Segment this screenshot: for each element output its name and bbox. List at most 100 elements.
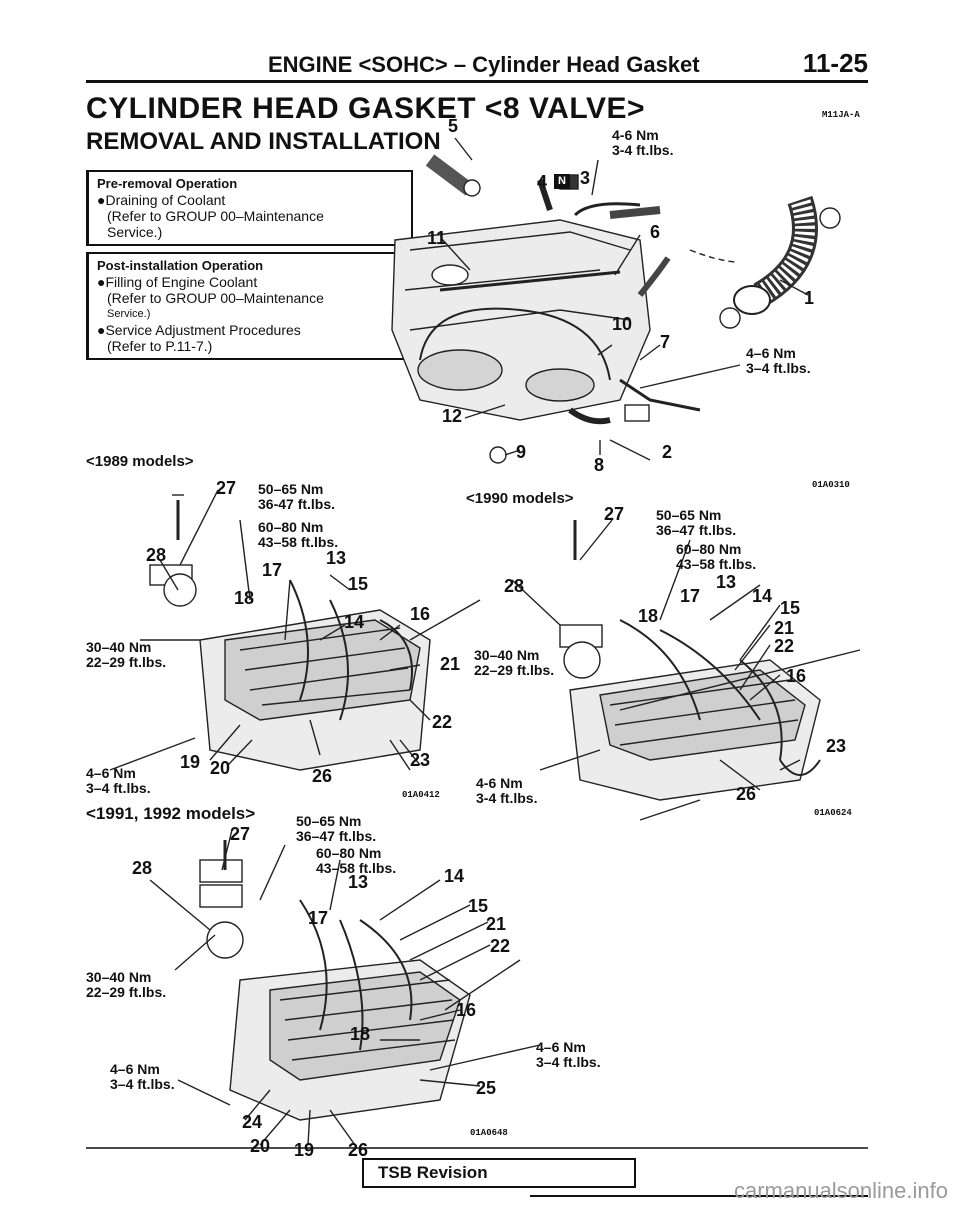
callout: 15	[780, 598, 801, 618]
callout: 17	[262, 560, 283, 580]
callout: 21	[774, 618, 795, 638]
callout: 16	[410, 604, 431, 624]
torque-nm: 30–40 Nm	[474, 647, 540, 663]
callout: 26	[736, 784, 757, 804]
torque-spec: 60–80 Nm 43–58 ft.lbs.	[676, 542, 756, 572]
callout: 12	[442, 406, 463, 426]
page-number: 11-25	[802, 48, 868, 78]
torque-ft: 3–4 ft.lbs.	[110, 1076, 175, 1092]
callout: 14	[444, 866, 465, 886]
torque-spec: 4-6 Nm 3-4 ft.lbs.	[612, 128, 673, 158]
torque-ft: 36–47 ft.lbs.	[296, 828, 377, 844]
post-install-box: Post-installation Operation ●Filling of …	[86, 252, 413, 360]
callout: 18	[350, 1024, 371, 1044]
torque-ft: 3-4 ft.lbs.	[476, 790, 538, 806]
callout: 27	[604, 504, 625, 524]
post-install-line: ●Filling of Engine Coolant	[97, 274, 258, 290]
callout: 16	[786, 666, 807, 686]
figure-code: 01A0412	[402, 790, 440, 800]
post-install-heading: Post-installation Operation	[97, 258, 264, 273]
torque-nm: 4–6 Nm	[110, 1061, 160, 1077]
post-install-line: (Refer to GROUP 00–Maintenance	[107, 290, 324, 306]
page-header: ENGINE <SOHC> – Cylinder Head Gasket	[268, 52, 700, 77]
pre-removal-line: (Refer to GROUP 00–Maintenance	[107, 208, 324, 224]
torque-spec: 50–65 Nm 36–47 ft.lbs.	[656, 508, 736, 538]
torque-spec: 4–6 Nm 3–4 ft.lbs.	[746, 346, 811, 376]
callout: 18	[234, 588, 255, 608]
callout: 15	[348, 574, 369, 594]
torque-ft: 3–4 ft.lbs.	[746, 360, 811, 376]
callout: 9	[516, 442, 527, 462]
torque-ft: 3-4 ft.lbs.	[612, 142, 674, 158]
callout: 17	[680, 586, 701, 606]
callout: 19	[294, 1140, 315, 1160]
torque-nm: 50–65 Nm	[656, 507, 722, 523]
post-install-line: ●Service Adjustment Procedures	[97, 322, 301, 338]
callout: 18	[638, 606, 659, 626]
torque-ft: 22–29 ft.lbs.	[474, 662, 555, 678]
torque-spec: 4–6 Nm 3–4 ft.lbs.	[110, 1062, 175, 1092]
callout-marker: N	[554, 174, 570, 189]
callout: 23	[410, 750, 431, 770]
post-install-line: Service.)	[107, 308, 151, 320]
torque-spec: 30–40 Nm 22–29 ft.lbs.	[86, 640, 166, 670]
callout: 22	[774, 636, 795, 656]
callout: 5	[448, 116, 459, 136]
torque-spec: 60–80 Nm 43–58 ft.lbs.	[258, 520, 338, 550]
callout: 6	[650, 222, 661, 242]
torque-nm: 60–80 Nm	[258, 519, 324, 535]
torque-nm: 60–80 Nm	[316, 845, 382, 861]
tsb-revision-box: TSB Revision	[362, 1158, 636, 1188]
torque-nm: 4-6 Nm	[476, 775, 523, 791]
torque-nm: 50–65 Nm	[296, 813, 362, 829]
torque-ft: 43–58 ft.lbs.	[316, 860, 397, 876]
callout: 13	[348, 872, 369, 892]
page-title: CYLINDER HEAD GASKET <8 VALVE>	[86, 92, 645, 125]
callout: 4	[537, 172, 548, 192]
callout: 27	[230, 824, 251, 844]
post-install-line: (Refer to P.11-7.)	[107, 338, 213, 354]
torque-spec: 4–6 Nm 3–4 ft.lbs.	[86, 766, 151, 796]
header-rule	[86, 80, 868, 83]
torque-ft: 3–4 ft.lbs.	[536, 1054, 601, 1070]
watermark: carmanualsonline.info	[733, 1178, 948, 1203]
torque-nm: 4–6 Nm	[536, 1039, 586, 1055]
torque-ft: 43–58 ft.lbs.	[258, 534, 339, 550]
callout: 15	[468, 896, 489, 916]
model-label-1991: <1991, 1992 models>	[86, 804, 256, 823]
top-engine-illustration	[391, 137, 841, 464]
torque-ft: 43–58 ft.lbs.	[676, 556, 757, 572]
torque-spec: 4-6 Nm 3-4 ft.lbs.	[476, 776, 537, 806]
callout: 21	[440, 654, 461, 674]
callout: 7	[660, 332, 671, 352]
callout: 25	[476, 1078, 497, 1098]
callout: 13	[326, 548, 347, 568]
callout: 28	[132, 858, 153, 878]
model-label-1990: <1990 models>	[466, 490, 574, 507]
callout: 13	[716, 572, 737, 592]
callout: 2	[662, 442, 673, 462]
torque-spec: 50–65 Nm 36–47 ft.lbs.	[296, 814, 376, 844]
callout: 16	[456, 1000, 477, 1020]
torque-nm: 30–40 Nm	[86, 639, 152, 655]
callout: 26	[312, 766, 333, 786]
figure-code: 01A0624	[814, 808, 852, 818]
torque-spec: 60–80 Nm 43–58 ft.lbs.	[316, 846, 396, 876]
pre-removal-heading: Pre-removal Operation	[97, 176, 238, 191]
callout: 17	[308, 908, 329, 928]
torque-spec: 50–65 Nm 36-47 ft.lbs.	[258, 482, 335, 512]
callout: 21	[486, 914, 507, 934]
torque-ft: 36-47 ft.lbs.	[258, 496, 336, 512]
callout: 14	[752, 586, 773, 606]
callout: 10	[612, 314, 633, 334]
callout: 26	[348, 1140, 369, 1160]
torque-ft: 3–4 ft.lbs.	[86, 780, 151, 796]
pre-removal-line: ●Draining of Coolant	[97, 192, 226, 208]
callout: 28	[504, 576, 525, 596]
callout: 27	[216, 478, 237, 498]
torque-ft: 22–29 ft.lbs.	[86, 984, 167, 1000]
callout: 8	[594, 455, 605, 475]
torque-nm: 4–6 Nm	[746, 345, 796, 361]
callout: 22	[490, 936, 511, 956]
